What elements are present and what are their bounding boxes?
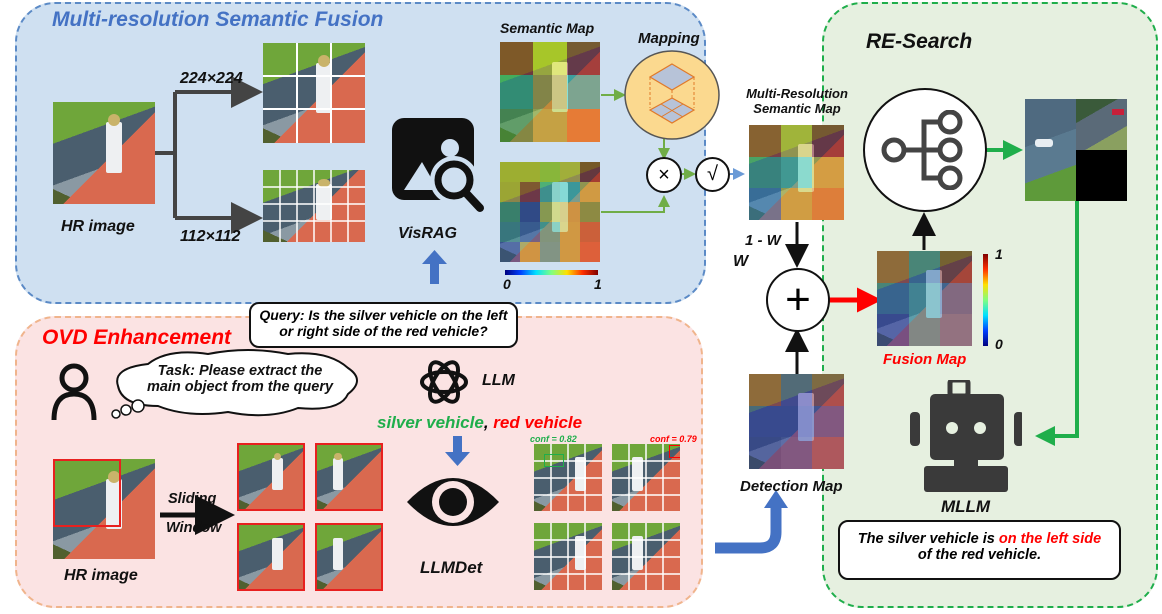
fusion-map	[877, 251, 972, 346]
user-icon	[51, 363, 97, 421]
object-separator: ,	[483, 413, 494, 432]
detection-grid-3	[534, 523, 602, 590]
detection-map-arrow	[715, 490, 788, 554]
ovd-panel-title: OVD Enhancement	[42, 326, 232, 349]
mapping-icon	[624, 50, 720, 140]
conf-red-label: conf = 0.79	[650, 434, 697, 444]
colorbar-min-label: 0	[503, 276, 511, 292]
mapping-arrows	[601, 89, 745, 213]
window-crop-3	[237, 523, 305, 591]
w-label: W	[733, 253, 749, 270]
sliding-window-box	[53, 459, 121, 527]
ovd-hr-image-label: HR image	[64, 567, 138, 584]
fusion-colorbar	[983, 254, 988, 346]
answer-box: The silver vehicle is on the left side o…	[838, 520, 1121, 580]
fusion-colorbar-min: 0	[995, 336, 1003, 352]
query-line-2: or right side of the red vehicle?	[279, 323, 488, 339]
answer-prefix: The silver vehicle is	[857, 531, 999, 547]
eye-detector-icon	[407, 478, 499, 526]
tree-search-icon	[881, 110, 963, 190]
tree-search-node	[863, 88, 987, 212]
patch-grid-112	[263, 170, 365, 242]
mapping-label: Mapping	[638, 30, 700, 47]
semantic-colorbar	[505, 270, 598, 275]
resolution-split-arrow	[155, 76, 263, 234]
query-box: Query: Is the silver vehicle on the left…	[249, 302, 518, 348]
detection-map	[749, 374, 844, 469]
task-line-2: main object from the query	[146, 379, 334, 395]
multires-label-line1: Multi-Resolution	[746, 86, 848, 101]
hr-image-thumbnail	[53, 102, 155, 204]
resolution-112-label: 112×112	[180, 228, 241, 245]
resolution-224-label: 224×224	[180, 70, 243, 87]
multires-map-label: Multi-Resolution Semantic Map	[737, 86, 857, 116]
ovd-hr-image	[53, 459, 155, 559]
crop-to-mllm-arrow	[1035, 200, 1079, 446]
detection-map-label: Detection Map	[740, 478, 843, 495]
sliding-label: Sliding	[168, 491, 217, 507]
fusion-panel-title: Multi-resolution Semantic Fusion	[52, 8, 384, 31]
semantic-map-112	[500, 162, 600, 262]
searched-region-crop	[1025, 99, 1127, 201]
one-minus-w-label: 1 - W	[745, 232, 781, 249]
hr-image-label: HR image	[61, 218, 135, 235]
object-silver-vehicle: silver vehicle	[377, 413, 484, 432]
llm-label: LLM	[482, 372, 515, 389]
query-line-1: Query: Is the silver vehicle on the left	[259, 307, 508, 323]
sqrt-operator: √	[695, 157, 730, 192]
openai-llm-icon	[420, 360, 468, 404]
mllm-label: MLLM	[941, 497, 991, 516]
silver-vehicle-box	[544, 454, 564, 467]
detection-grid-1	[534, 444, 602, 511]
multiply-operator: ×	[646, 157, 682, 193]
task-text: Task: Please extract the main object fro…	[130, 363, 350, 395]
window-crop-2	[315, 443, 383, 511]
object-red-vehicle: red vehicle	[493, 413, 583, 432]
image-search-icon	[392, 118, 484, 212]
patch-grid-224	[263, 43, 365, 143]
visrag-label: VisRAG	[398, 225, 457, 242]
multires-label-line2: Semantic Map	[753, 101, 841, 116]
detection-grid-2	[612, 444, 680, 511]
re-search-panel-title: RE-Search	[866, 30, 973, 53]
fusion-map-label: Fusion Map	[883, 351, 967, 368]
extracted-objects: silver vehicle, red vehicle	[377, 413, 582, 433]
answer-highlight: on the left side	[998, 531, 1102, 547]
task-line-1: Task: Please extract the	[157, 363, 323, 379]
colorbar-max-label: 1	[594, 276, 602, 292]
window-label: Window	[166, 520, 222, 536]
answer-suffix: of the red vehicle.	[917, 547, 1042, 563]
add-operator: +	[766, 268, 830, 332]
llm-to-llmdet-arrow	[445, 436, 470, 466]
llmdet-label: LLMDet	[420, 558, 483, 577]
window-crop-4	[315, 523, 383, 591]
red-vehicle-box	[669, 445, 680, 458]
multires-semantic-map	[749, 125, 844, 220]
detection-grid-4	[612, 523, 680, 590]
semantic-map-label: Semantic Map	[500, 20, 595, 36]
conf-silver-label: conf = 0.82	[530, 434, 577, 444]
fusion-colorbar-max: 1	[995, 246, 1003, 262]
window-crop-1	[237, 443, 305, 511]
thought-bubble-icon	[111, 349, 358, 419]
semantic-map-224	[500, 42, 600, 142]
robot-mllm-icon	[910, 380, 1022, 492]
query-to-visrag-arrow	[422, 250, 447, 284]
